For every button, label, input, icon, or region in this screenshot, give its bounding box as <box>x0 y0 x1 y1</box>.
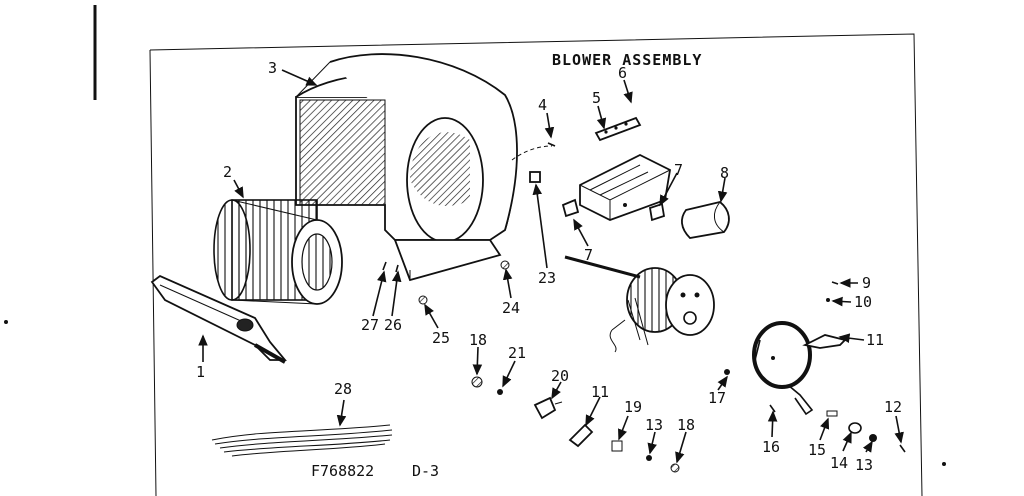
callout-1: 1 <box>196 363 205 381</box>
callout-27: 27 <box>361 316 379 334</box>
blower-housing <box>295 53 518 282</box>
callout-2: 2 <box>223 163 232 181</box>
callout-18b: 18 <box>677 416 695 434</box>
callout-11b: 11 <box>591 383 609 401</box>
callout-6: 6 <box>618 64 627 82</box>
callout-14: 14 <box>830 454 848 472</box>
callout-17: 17 <box>708 389 726 407</box>
callout-25: 25 <box>432 329 450 347</box>
motor-mount <box>752 321 847 416</box>
hardware <box>211 260 906 473</box>
callout-7b: 7 <box>584 246 593 264</box>
page-code: D-3 <box>412 462 439 480</box>
leader-lines <box>198 69 904 464</box>
mounting-plate <box>594 116 642 142</box>
callout-13a: 13 <box>645 416 663 434</box>
callout-21: 21 <box>508 344 526 362</box>
callout-11a: 11 <box>866 331 884 349</box>
callout-20: 20 <box>551 367 569 385</box>
callout-5: 5 <box>592 89 601 107</box>
blower-panel <box>150 274 287 364</box>
callout-24: 24 <box>502 299 520 317</box>
callout-26: 26 <box>384 316 402 334</box>
blower-wheel <box>213 199 343 305</box>
callout-9: 9 <box>862 274 871 292</box>
capacitor <box>681 201 730 239</box>
callout-19: 19 <box>624 398 642 416</box>
part-number: F768822 <box>311 462 374 480</box>
callout-3: 3 <box>268 59 277 77</box>
callout-28: 28 <box>334 380 352 398</box>
callout-8: 8 <box>720 164 729 182</box>
scan-marks <box>4 5 946 466</box>
drawing-frame <box>149 33 923 496</box>
callout-12: 12 <box>884 398 902 416</box>
callout-18a: 18 <box>469 331 487 349</box>
callout-10: 10 <box>854 293 872 311</box>
small-bracket <box>511 142 666 222</box>
callout-23: 23 <box>538 269 556 287</box>
callout-13b: 13 <box>855 456 873 474</box>
callout-4: 4 <box>538 96 547 114</box>
callout-7a: 7 <box>674 161 683 179</box>
callout-15: 15 <box>808 441 826 459</box>
callout-16: 16 <box>762 438 780 456</box>
callout-labels: 1 2 3 4 5 6 7 7 8 9 10 11 11 12 13 13 14… <box>196 59 902 474</box>
diagram-title: BLOWER ASSEMBLY <box>552 51 702 69</box>
blower-motor <box>564 255 715 353</box>
